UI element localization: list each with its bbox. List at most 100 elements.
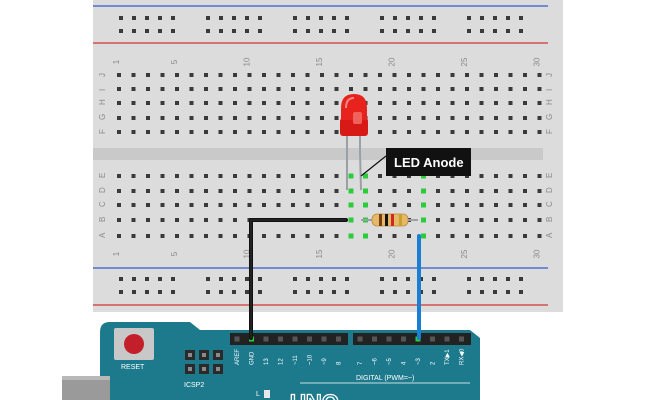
hole [146, 189, 150, 193]
header-pin [459, 336, 464, 342]
hole [523, 203, 527, 207]
hole [204, 130, 208, 134]
column-number: 20 [388, 57, 397, 66]
row-letter: E [98, 173, 107, 178]
hole [291, 116, 295, 120]
hole [189, 189, 194, 193]
hole [421, 73, 426, 77]
column-number: 30 [533, 57, 542, 66]
hole [233, 174, 237, 178]
hole [523, 130, 527, 134]
hole [407, 203, 411, 207]
hole [276, 116, 281, 120]
hole [189, 101, 194, 105]
hole [334, 101, 339, 105]
header-pin [263, 336, 269, 342]
header-pin [430, 336, 435, 342]
hole [117, 130, 121, 134]
hole [305, 174, 310, 178]
hole [537, 130, 542, 134]
rail-hole [506, 277, 510, 281]
icsp-pin-core [202, 353, 206, 357]
hole [175, 101, 179, 105]
hole [160, 218, 165, 222]
hole [363, 73, 368, 77]
hole [392, 234, 397, 238]
rail-hole [480, 29, 484, 33]
hole [189, 218, 194, 222]
hole [320, 73, 324, 77]
rail-hole [206, 16, 210, 20]
hole [160, 87, 165, 91]
hole [117, 203, 121, 207]
rail-hole [506, 16, 510, 20]
hole [233, 234, 237, 238]
hole [131, 234, 136, 238]
hole [494, 189, 498, 193]
hole [407, 189, 411, 193]
rail-hole [319, 16, 323, 20]
hole [537, 101, 542, 105]
hole [450, 101, 455, 105]
hole [494, 174, 498, 178]
reset-button[interactable] [114, 328, 154, 360]
hole [537, 73, 542, 77]
hole [131, 87, 136, 91]
header-pin-label: 8 [337, 361, 343, 365]
rail-hole [158, 29, 162, 33]
hole [436, 234, 440, 238]
hole [479, 116, 484, 120]
hole [233, 203, 237, 207]
callout-box [386, 148, 471, 176]
rail-hole [506, 29, 510, 33]
rail-hole [132, 290, 136, 294]
rail-hole [519, 29, 523, 33]
hole [378, 116, 382, 120]
hole [276, 130, 281, 134]
hole [334, 234, 339, 238]
hole [218, 116, 223, 120]
hole [146, 87, 150, 91]
hole [117, 73, 121, 77]
hole [117, 234, 121, 238]
hole [537, 116, 542, 120]
hole [508, 234, 513, 238]
hole [146, 130, 150, 134]
hole [523, 234, 527, 238]
row-letter: D [98, 187, 107, 193]
rail-hole [319, 290, 323, 294]
hole [378, 234, 382, 238]
row-letter: J [545, 73, 554, 77]
hole [421, 130, 426, 134]
hole [320, 234, 324, 238]
header-pin-label: ~11 [293, 355, 299, 365]
resistor [361, 213, 418, 227]
hole [378, 101, 382, 105]
highlighted-hole [348, 233, 354, 239]
hole [508, 203, 513, 207]
row-letter: D [545, 187, 554, 193]
header-pin [234, 336, 240, 342]
hole [305, 189, 310, 193]
rail-hole [406, 277, 410, 281]
rail-hole [432, 29, 436, 33]
hole [494, 130, 498, 134]
hole [450, 203, 455, 207]
hole [233, 116, 237, 120]
row-letter: I [545, 89, 554, 91]
hole [392, 73, 397, 77]
hole [262, 189, 266, 193]
hole [334, 174, 339, 178]
hole [494, 116, 498, 120]
hole [146, 203, 150, 207]
rail-hole [406, 290, 410, 294]
header-left [230, 333, 348, 345]
hole [334, 130, 339, 134]
rail-hole [119, 290, 123, 294]
hole [320, 101, 324, 105]
hole [465, 218, 469, 222]
hole [262, 234, 266, 238]
rail-hole [393, 29, 397, 33]
